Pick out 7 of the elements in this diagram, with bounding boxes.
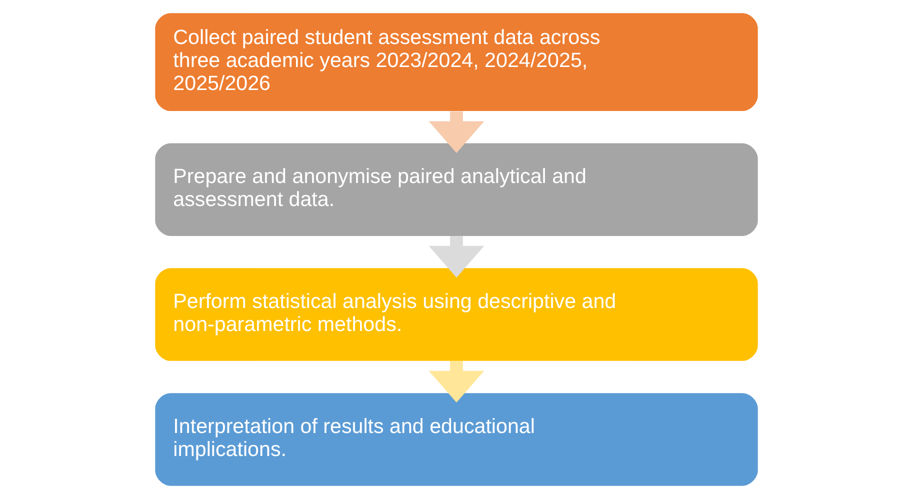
arrow [428,361,484,403]
arrow [428,111,484,153]
node-box: Interpretation of results and educational implications. [154,393,758,486]
arrow [428,236,484,278]
node-box: Collect paired student assessment data across three academic years 2023/2024, 2024/2025, 2025/2026 [154,13,758,112]
node-box: Prepare and anonymise paired analytical and assessment data. [154,143,758,236]
node-box: Perform statistical analysis using descriptive and non-parametric methods. [154,268,758,361]
